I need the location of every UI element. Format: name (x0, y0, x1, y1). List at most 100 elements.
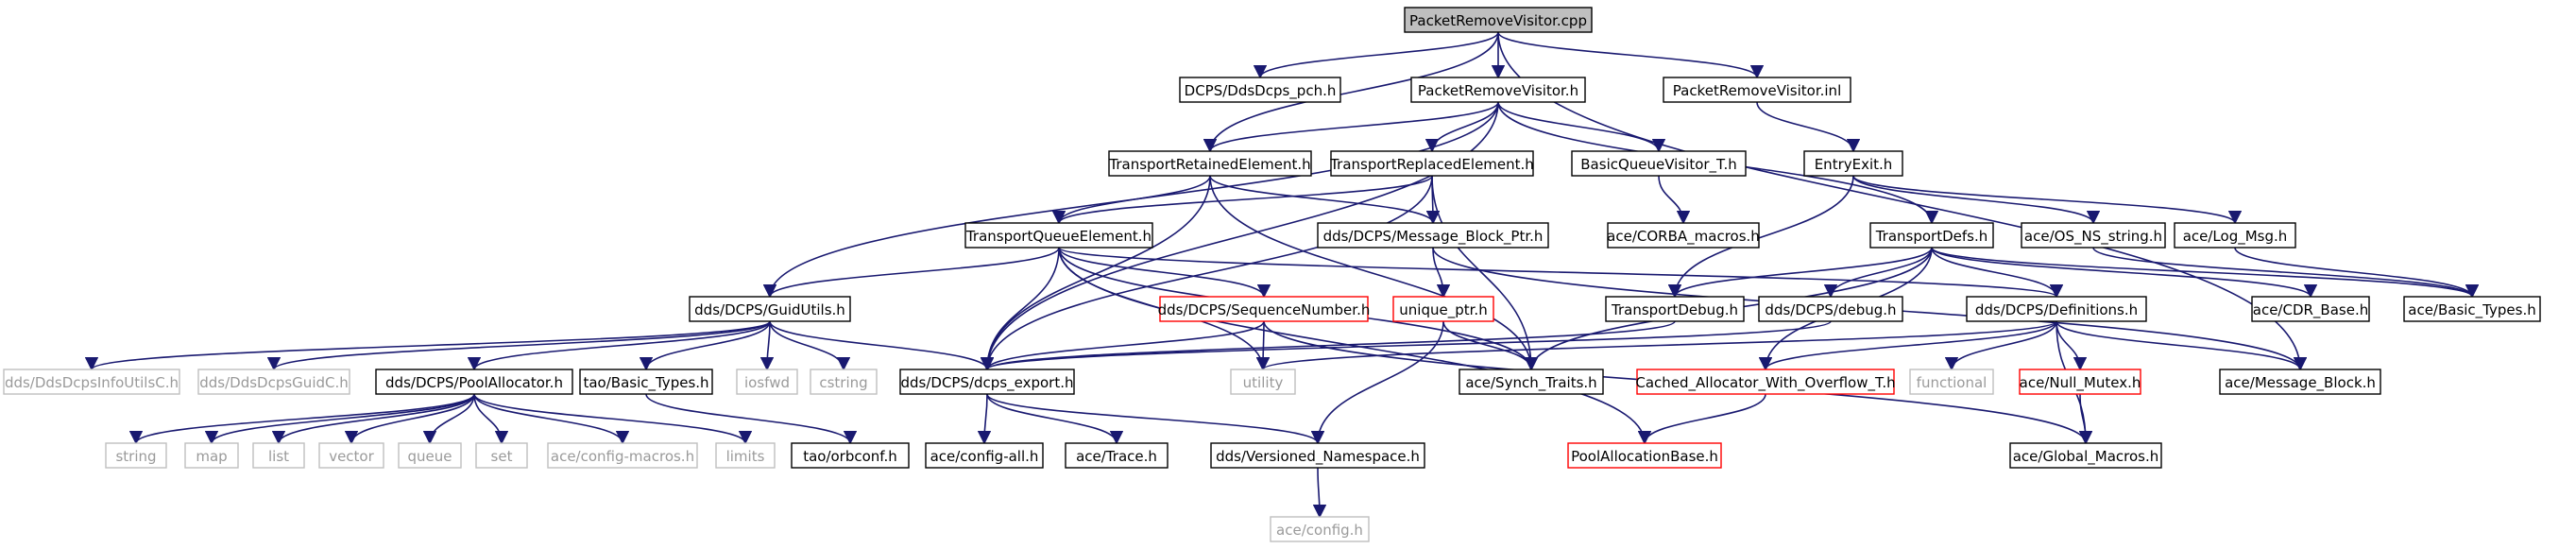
node-box (1179, 77, 1341, 103)
node-label: list (268, 448, 289, 465)
node-label: TransportQueueElement.h (965, 228, 1152, 245)
node-bqv[interactable]: BasicQueueVisitor_T.h (1571, 150, 1747, 177)
node-box (736, 369, 798, 395)
node-versioned[interactable]: dds/Versioned_Namespace.h (1210, 442, 1425, 469)
node-box (1966, 296, 2147, 322)
node-label: cstring (819, 374, 867, 391)
edge-prv_inl-to-entry (1756, 101, 1861, 153)
edge-pool-to-list (271, 393, 475, 445)
node-box (1909, 369, 1994, 395)
edge-tdefs-to-abt (1931, 247, 2479, 299)
node-label: dds/DCPS/PoolAllocator.h (385, 374, 563, 391)
edge-guid-to-export (769, 320, 995, 371)
node-trace[interactable]: ace/Trace.h (1065, 442, 1169, 469)
node-label: ace/Log_Msg.h (2183, 228, 2288, 246)
node-cstring: cstring (810, 369, 878, 395)
node-cached[interactable]: Cached_Allocator_With_Overflow_T.h (1635, 369, 1896, 395)
node-label: TransportDefs.h (1875, 228, 1988, 245)
edge-guid-to-pool (467, 320, 771, 371)
node-corba[interactable]: ace/CORBA_macros.h (1607, 222, 1760, 249)
edge-trpe-to-synch (1431, 175, 1539, 371)
node-guid[interactable]: dds/DCPS/GuidUtils.h (689, 296, 851, 322)
node-label: ace/config.h (1276, 522, 1363, 539)
node-string: string (105, 442, 167, 469)
node-seqnum[interactable]: dds/DCPS/SequenceNumber.h (1158, 296, 1371, 322)
node-defs[interactable]: dds/DCPS/Definitions.h (1966, 296, 2147, 322)
node-label: ace/CDR_Base.h (2253, 301, 2368, 319)
nodes-layer: PacketRemoveVisitor.cppDCPS/DdsDcps_pch.… (3, 7, 2541, 542)
node-functional: functional (1909, 369, 1994, 395)
node-msgblock[interactable]: ace/Message_Block.h (2219, 369, 2381, 395)
node-prv_inl[interactable]: PacketRemoveVisitor.inl (1663, 77, 1851, 103)
node-mbp[interactable]: dds/DCPS/Message_Block_Ptr.h (1317, 222, 1549, 249)
node-box (791, 442, 910, 469)
node-box (1270, 516, 1370, 542)
edge-guid-to-taobt (639, 320, 771, 371)
node-trpe[interactable]: TransportReplacedElement.h (1329, 150, 1534, 177)
node-pch[interactable]: DCPS/DdsDcps_pch.h (1179, 77, 1341, 103)
node-ddebug[interactable]: dds/DCPS/debug.h (1758, 296, 1903, 322)
node-label: tao/orbconf.h (803, 448, 897, 465)
edge-root-to-tre (1203, 31, 1499, 153)
node-box (1108, 150, 1312, 177)
node-box (375, 369, 573, 395)
node-root[interactable]: PacketRemoveVisitor.cpp (1404, 7, 1593, 33)
edge-pool-to-queue (422, 393, 475, 445)
node-limits: limits (715, 442, 776, 469)
node-uptr[interactable]: unique_ptr.h (1392, 296, 1494, 322)
node-box (105, 442, 167, 469)
node-abt[interactable]: ace/Basic_Types.h (2403, 296, 2541, 322)
node-label: dds/DdsDcpsInfoUtilsC.h (5, 374, 179, 391)
node-pool[interactable]: dds/DCPS/PoolAllocator.h (375, 369, 573, 395)
node-logmsg[interactable]: ace/Log_Msg.h (2174, 222, 2296, 249)
node-label: tao/Basic_Types.h (583, 374, 708, 392)
node-box (2174, 222, 2296, 249)
node-synch[interactable]: ace/Synch_Traits.h (1459, 369, 1604, 395)
edge-root-to-pch (1253, 31, 1499, 79)
node-box (1869, 222, 1994, 249)
node-box (1230, 369, 1296, 395)
node-tqe[interactable]: TransportQueueElement.h (964, 222, 1153, 249)
edge-uptr-to-versioned (1310, 320, 1444, 445)
node-tdefs[interactable]: TransportDefs.h (1869, 222, 1994, 249)
node-entry[interactable]: EntryExit.h (1803, 150, 1903, 177)
edge-defs-to-utility (1256, 320, 2057, 371)
edge-pool-to-string (128, 393, 475, 445)
node-label: PacketRemoveVisitor.h (1418, 82, 1578, 99)
node-prv_h[interactable]: PacketRemoveVisitor.h (1410, 77, 1586, 103)
edge-defs-to-msgblock (2056, 320, 2308, 371)
node-box (1605, 296, 1745, 322)
node-box (579, 369, 713, 395)
node-nullmutex[interactable]: ace/Null_Mutex.h (2019, 369, 2141, 395)
node-label: PacketRemoveVisitor.cpp (1409, 12, 1587, 29)
node-box (2021, 222, 2166, 249)
node-box (318, 442, 384, 469)
node-label: Cached_Allocator_With_Overflow_T.h (1635, 374, 1895, 392)
node-tre[interactable]: TransportRetainedElement.h (1108, 150, 1312, 177)
edge-entry-to-osns (1852, 175, 2101, 225)
node-label: map (196, 448, 227, 465)
node-orbconf[interactable]: tao/orbconf.h (791, 442, 910, 469)
node-label: ace/config-all.h (930, 448, 1039, 465)
node-cfgall[interactable]: ace/config-all.h (925, 442, 1044, 469)
node-poolbase[interactable]: PoolAllocationBase.h (1567, 442, 1722, 469)
edge-tre-to-mbp (1209, 175, 1441, 225)
node-tdebug[interactable]: TransportDebug.h (1605, 296, 1745, 322)
edge-trpe-to-tqe (1052, 175, 1433, 225)
node-osns[interactable]: ace/OS_NS_string.h (2021, 222, 2166, 249)
node-taobt[interactable]: tao/Basic_Types.h (579, 369, 713, 395)
edge-tre-to-export (980, 175, 1211, 371)
node-box (925, 442, 1044, 469)
edge-tdefs-to-cdr (1931, 247, 2317, 299)
node-box (1571, 150, 1747, 177)
edge-pool-to-limits (473, 393, 753, 445)
node-export[interactable]: dds/DCPS/dcps_export.h (899, 369, 1075, 395)
edge-defs-to-cached (1758, 320, 2057, 371)
node-label: string (115, 448, 156, 465)
node-globalmacros[interactable]: ace/Global_Macros.h (2009, 442, 2162, 469)
node-box (197, 369, 350, 395)
node-cdr[interactable]: ace/CDR_Base.h (2251, 296, 2370, 322)
edge-defs-to-nullmutex (2056, 320, 2088, 371)
node-box (1210, 442, 1425, 469)
node-box (899, 369, 1075, 395)
